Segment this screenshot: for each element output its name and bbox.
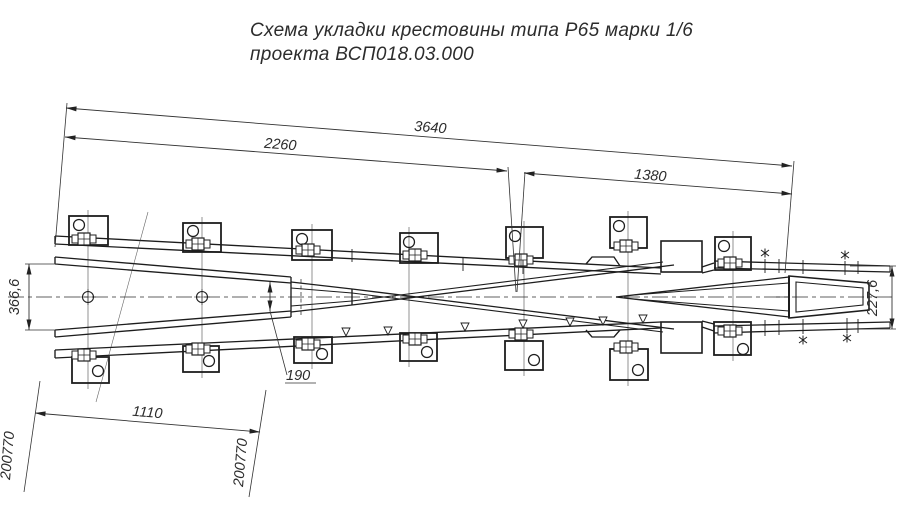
drawing-title-line1: Схема укладки крестовины типа Р65 марки … [250,20,693,41]
title-block: Схема укладки крестовины типа Р65 марки … [250,20,693,65]
dim-line-1110 [34,411,261,434]
center-bolts [80,289,210,305]
dimensions-group [23,102,896,498]
dim-label-2260: 2260 [263,136,297,155]
dim-label-1380: 1380 [634,167,667,186]
dimension-labels: 3640 2260 1380 1110 366,6 227,6 190 2007… [0,119,881,489]
dim-line-2260 [64,135,508,173]
dim-label-190: 190 [286,368,310,384]
sleeper-bolt-holes [72,218,750,378]
sleeper-mark-right: 200770 [231,438,251,489]
dim-line-1380 [523,171,793,196]
sleepers-group [68,215,752,384]
sleeper-mark-left: 200770 [0,431,18,482]
extension-lines [23,102,896,498]
joint-marks [341,248,859,345]
dim-label-3640: 3640 [414,119,447,138]
dim-label-1110: 1110 [132,404,163,422]
dim-label-366: 366,6 [7,278,23,315]
drawing-title-line2: проекта ВСП018.03.000 [250,44,474,65]
dim-line-3640 [65,106,793,168]
rails-group [54,235,891,359]
dim-label-227: 227,6 [865,279,881,317]
